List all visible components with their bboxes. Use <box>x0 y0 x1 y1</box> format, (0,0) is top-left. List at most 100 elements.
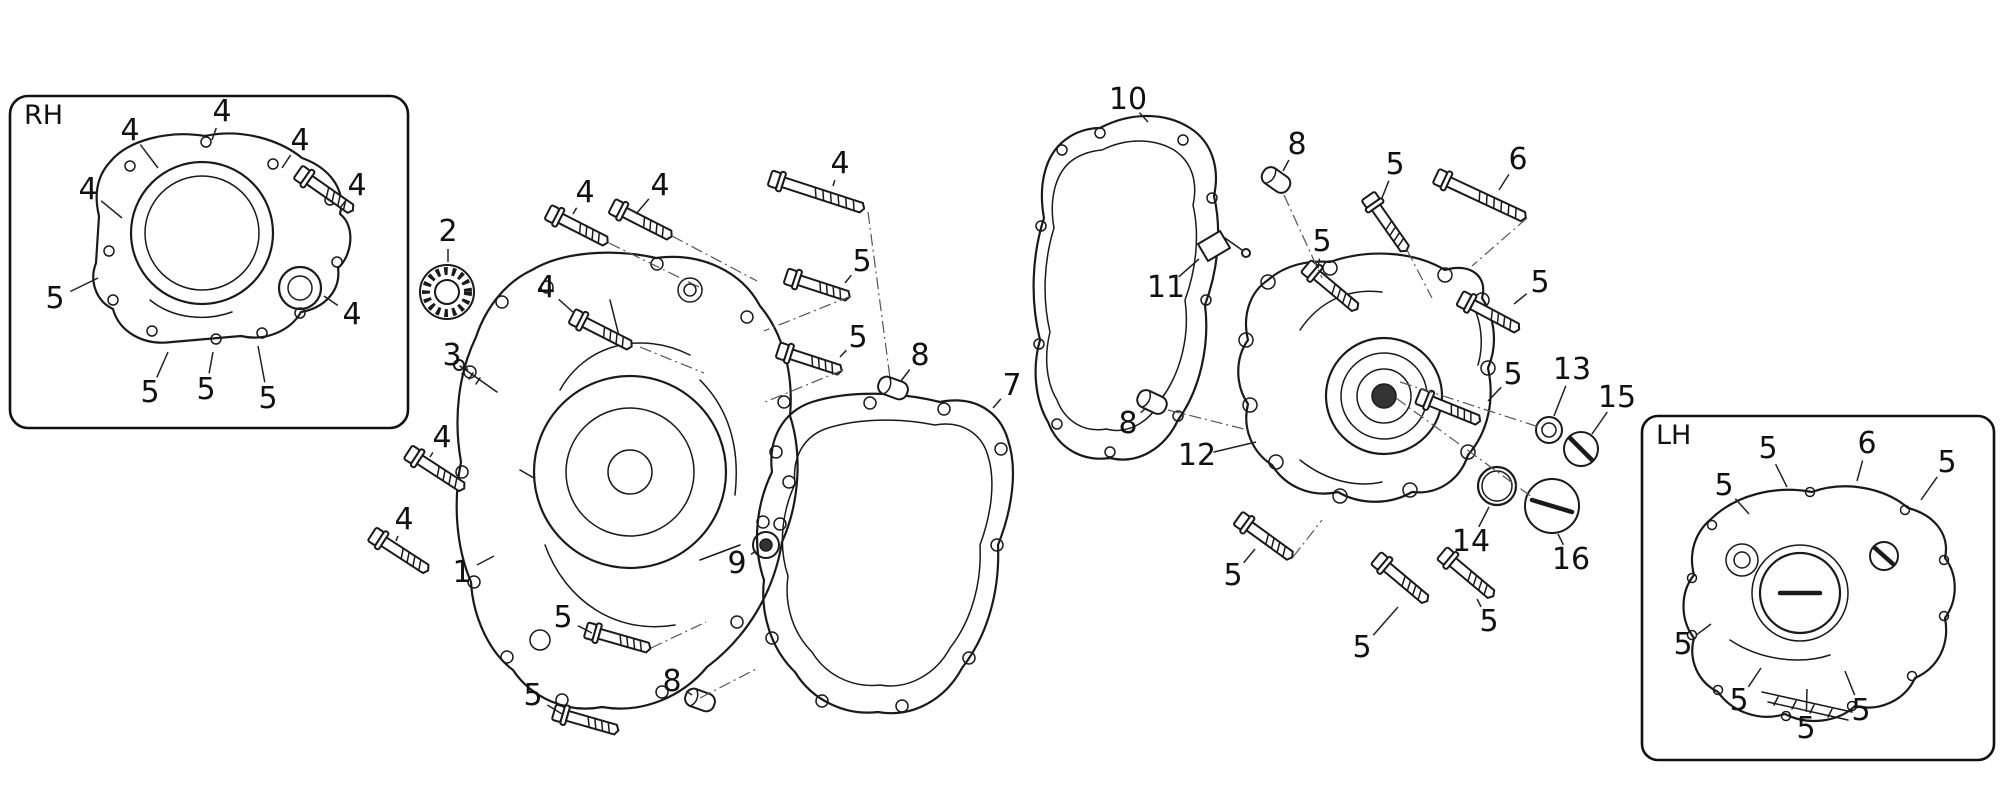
callout-leader-line <box>1920 476 1938 501</box>
sensor-part <box>1197 230 1251 262</box>
part-callout: 5 <box>45 281 65 316</box>
oil-filler-cap <box>419 264 475 320</box>
callout-leader-line <box>558 298 575 314</box>
part-callout: 4 <box>394 502 414 537</box>
callout-leader-line <box>1476 598 1482 608</box>
callout-leader-line <box>395 535 399 542</box>
part-callout: 6 <box>1857 426 1877 461</box>
callout-leader-line <box>1138 112 1149 123</box>
part-callout: 5 <box>1714 468 1734 503</box>
part-callout: 5 <box>1729 683 1749 718</box>
callout-leader-line <box>323 295 339 307</box>
part-callout: 5 <box>140 375 160 410</box>
part-callout: 5 <box>852 244 872 279</box>
cap-13 <box>1535 416 1563 444</box>
part-callout: 5 <box>553 600 573 635</box>
part-callout: 4 <box>290 123 310 158</box>
callout-leader-line <box>844 274 852 284</box>
callout-leader-line <box>208 351 214 374</box>
callout-leader-line <box>572 207 578 215</box>
callout-leader-line <box>339 199 348 209</box>
part-callout: 5 <box>1851 693 1871 728</box>
part-callout: 8 <box>662 664 682 699</box>
clutch-cover-group <box>455 251 799 710</box>
callout-leader-line <box>1734 498 1750 515</box>
magneto-cover-gasket <box>1032 114 1220 461</box>
part-callout: 5 <box>1796 711 1816 746</box>
part-callout: 4 <box>120 113 140 148</box>
part-callout: 5 <box>258 381 278 416</box>
part-callout: 9 <box>727 546 747 581</box>
callout-leader-line <box>69 277 99 293</box>
lh-panel <box>1640 414 1996 762</box>
callout-leader-line <box>1282 159 1290 172</box>
part-callout: 5 <box>196 372 216 407</box>
callout-leader-line <box>1513 293 1528 305</box>
part-callout: 12 <box>1177 438 1217 473</box>
callout-leader-line <box>281 154 292 169</box>
callout-leader-line <box>100 200 123 219</box>
callout-leader-line <box>1747 667 1762 688</box>
callout-leader-line <box>547 704 563 715</box>
callout-leader-line <box>139 144 159 169</box>
part-callout: 5 <box>523 678 543 713</box>
part-callout: 4 <box>342 297 362 332</box>
callout-leader-line <box>1856 460 1864 482</box>
part-callout: 6 <box>1508 142 1528 177</box>
seal-washer <box>752 531 780 559</box>
part-callout: 5 <box>1385 147 1405 182</box>
part-callout: 5 <box>848 320 868 355</box>
callout-leader-line <box>476 555 495 566</box>
callout-leader-line <box>1178 258 1200 278</box>
axis-lines-main <box>608 211 891 699</box>
part-callout: 16 <box>1551 542 1591 577</box>
part-callout: 5 <box>1503 357 1523 392</box>
part-callout: 5 <box>1530 265 1550 300</box>
callout-leader-line <box>1487 386 1502 402</box>
leader-layer <box>69 112 1938 715</box>
part-callout: 8 <box>910 338 930 373</box>
callout-leader-line <box>750 550 757 556</box>
part-callout: 11 <box>1146 270 1186 305</box>
rh-panel-label: RH <box>24 100 64 131</box>
cap-16 <box>1524 478 1580 534</box>
magneto-cover-group <box>1237 252 1496 504</box>
cap-15 <box>1563 431 1599 467</box>
part-callout: 4 <box>212 94 232 129</box>
part-callout: 3 <box>442 338 462 373</box>
part-callout: 4 <box>347 168 367 203</box>
part-callout: 13 <box>1552 352 1592 387</box>
callout-leader-line <box>635 198 650 215</box>
callout-leader-line <box>1498 173 1510 191</box>
part-callout: 4 <box>650 168 670 203</box>
callout-leader-line <box>1213 441 1257 453</box>
callout-leader-line <box>1243 548 1256 564</box>
part-callout: 4 <box>432 420 452 455</box>
part-callout: 5 <box>1312 224 1332 259</box>
part-callout: 2 <box>438 214 458 249</box>
part-callout: 15 <box>1597 380 1637 415</box>
part-callout: 4 <box>536 270 556 305</box>
part-callout: 4 <box>78 172 98 207</box>
callout-leader-line <box>1553 385 1567 417</box>
part-callout: 8 <box>1287 127 1307 162</box>
part-callout: 1 <box>452 555 472 590</box>
part-callout: 5 <box>1223 558 1243 593</box>
callout-leader-line <box>839 349 847 358</box>
part-callout: 5 <box>1758 431 1778 466</box>
callout-leader-line <box>1696 623 1712 636</box>
callout-leader-line <box>1557 533 1565 546</box>
callout-leader-line <box>992 398 1002 409</box>
callout-leader-line <box>832 179 836 187</box>
callout-leader-line <box>1591 411 1608 435</box>
part-callout: 14 <box>1451 524 1491 559</box>
callout-leader-line <box>1381 180 1390 199</box>
part-callout: 5 <box>1673 627 1693 662</box>
small-screw <box>453 359 498 393</box>
callout-leader-line <box>1844 670 1856 696</box>
part-callout: 5 <box>1352 630 1372 665</box>
callout-leader-line <box>1372 606 1399 636</box>
lh-panel-label: LH <box>1656 420 1692 451</box>
